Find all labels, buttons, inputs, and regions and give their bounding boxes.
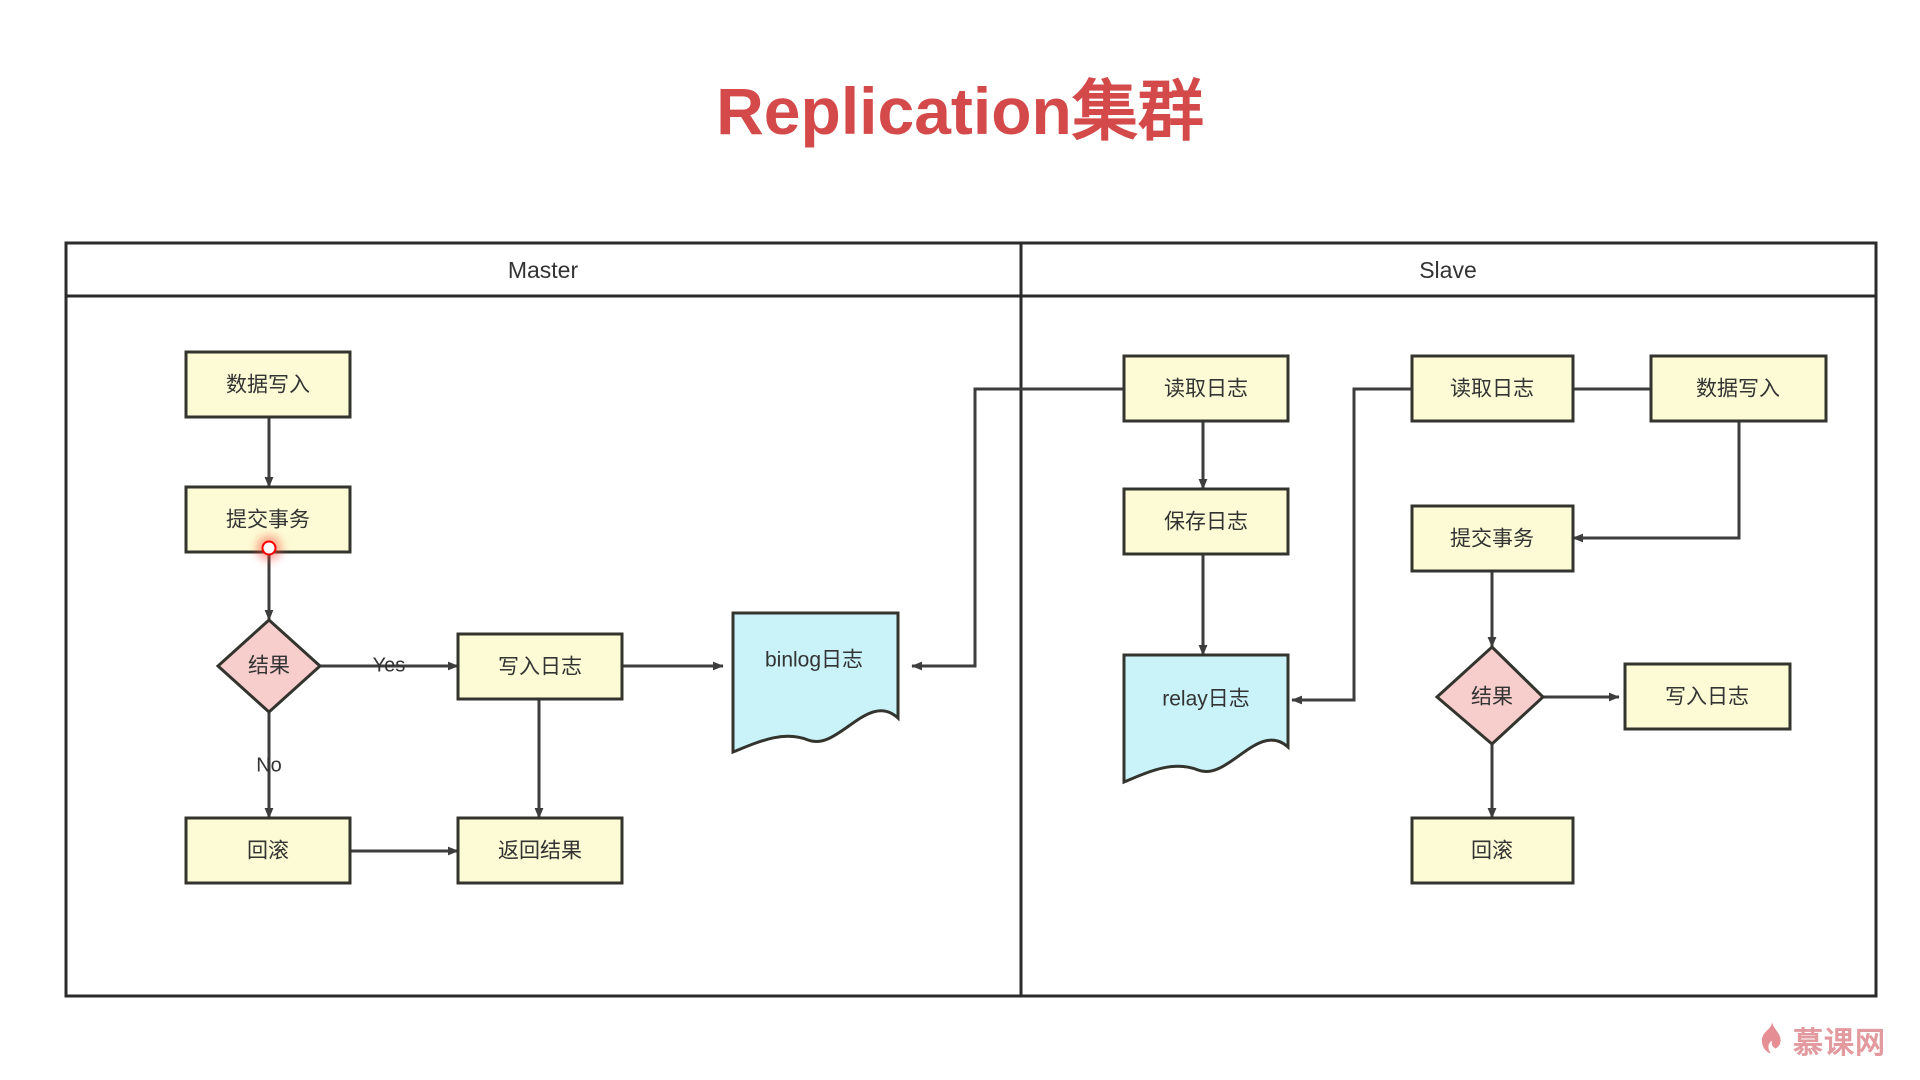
edge-sreadlog1-binlog bbox=[911, 387, 1124, 671]
watermark: 慕课网 bbox=[1755, 1018, 1886, 1062]
node-label-m-result: 结果 bbox=[248, 655, 290, 678]
watermark-text: 慕课网 bbox=[1793, 1027, 1886, 1060]
page-title: Replication集群 bbox=[716, 74, 1204, 148]
node-s-readlog1[interactable]: 读取日志 bbox=[1122, 354, 1290, 423]
node-s-commit[interactable]: 提交事务 bbox=[1410, 504, 1575, 573]
node-s-rollback[interactable]: 回滚 bbox=[1410, 816, 1575, 885]
node-s-write[interactable]: 数据写入 bbox=[1649, 354, 1828, 423]
node-label-m-write: 数据写入 bbox=[226, 374, 310, 397]
node-label-m-rollback: 回滚 bbox=[247, 840, 289, 863]
edge-swrite-scommit bbox=[1572, 421, 1741, 543]
node-label-m-binlog: binlog日志 bbox=[765, 649, 863, 672]
node-s-writelog[interactable]: 写入日志 bbox=[1623, 662, 1792, 731]
node-label-m-writelog: 写入日志 bbox=[498, 656, 582, 679]
node-m-binlog[interactable]: binlog日志 bbox=[731, 611, 900, 755]
cluster-label-master: Master bbox=[508, 257, 579, 283]
node-label-s-writelog: 写入日志 bbox=[1665, 686, 1749, 709]
node-label-s-rollback: 回滚 bbox=[1471, 840, 1513, 863]
node-m-rollback[interactable]: 回滚 bbox=[184, 816, 352, 885]
node-label-s-readlog1: 读取日志 bbox=[1164, 378, 1248, 401]
edge-label-yes: Yes bbox=[373, 654, 406, 676]
edges-master bbox=[264, 387, 1124, 856]
node-label-s-savelog: 保存日志 bbox=[1164, 511, 1248, 534]
node-m-result[interactable]: 结果 bbox=[215, 617, 323, 715]
node-label-m-commit: 提交事务 bbox=[226, 509, 310, 532]
cluster-label-slave: Slave bbox=[1419, 257, 1477, 283]
edge-label-no: No bbox=[256, 754, 282, 776]
node-m-return[interactable]: 返回结果 bbox=[456, 816, 624, 885]
node-s-relay[interactable]: relay日志 bbox=[1122, 653, 1290, 785]
node-s-savelog[interactable]: 保存日志 bbox=[1122, 487, 1290, 556]
node-s-result[interactable]: 结果 bbox=[1434, 644, 1546, 747]
node-label-s-result: 结果 bbox=[1471, 686, 1513, 709]
node-s-readlog2[interactable]: 读取日志 bbox=[1410, 354, 1575, 423]
node-m-writelog[interactable]: 写入日志 bbox=[456, 632, 624, 701]
node-label-s-write: 数据写入 bbox=[1696, 378, 1780, 401]
edges-slave bbox=[1198, 384, 1741, 819]
cluster-slave: Slave bbox=[1019, 241, 1878, 998]
node-m-commit[interactable]: 提交事务 bbox=[184, 485, 352, 554]
edge-sreadlog2-srelay bbox=[1291, 387, 1412, 705]
node-label-s-relay: relay日志 bbox=[1162, 688, 1250, 711]
flame-icon bbox=[1755, 1021, 1785, 1060]
node-m-write[interactable]: 数据写入 bbox=[184, 350, 352, 419]
node-label-s-readlog2: 读取日志 bbox=[1450, 378, 1534, 401]
node-label-s-commit: 提交事务 bbox=[1450, 528, 1534, 551]
node-label-m-return: 返回结果 bbox=[498, 840, 582, 863]
